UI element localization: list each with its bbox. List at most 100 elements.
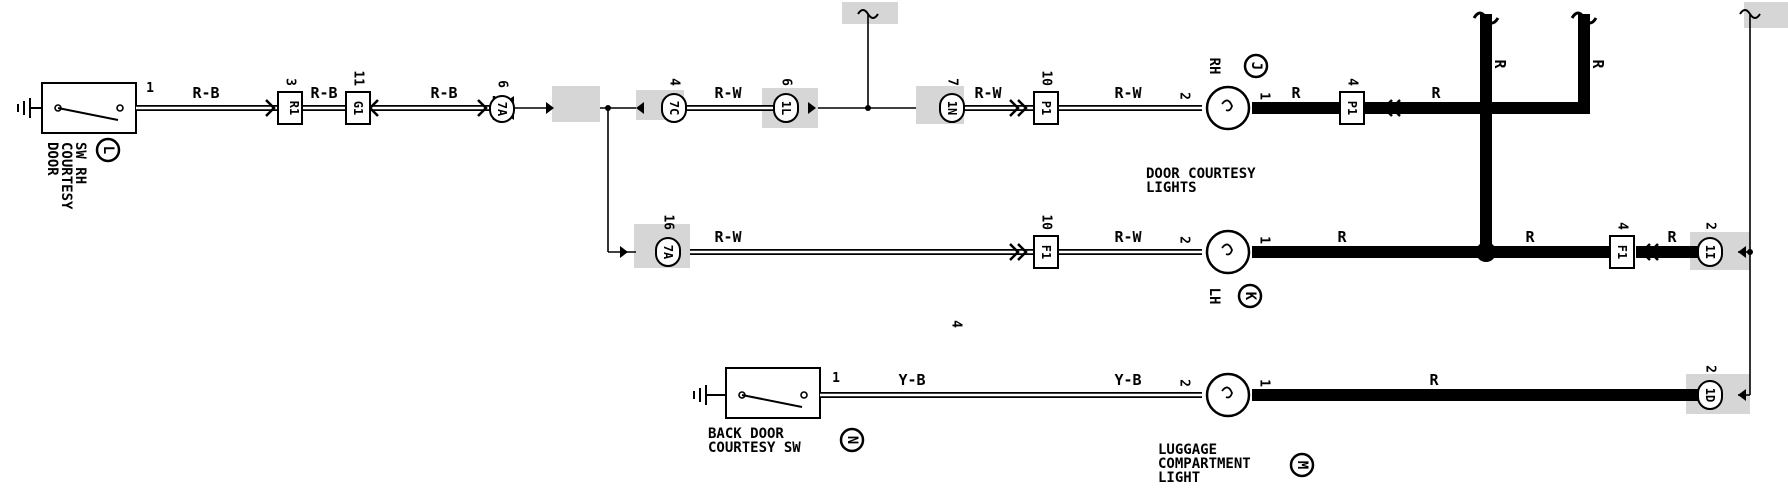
- connector-r1: R1 3: [277, 78, 303, 125]
- arrowheads: [265, 99, 1746, 401]
- pin-number: 3: [283, 78, 298, 86]
- badge-letter: J: [1248, 62, 1264, 70]
- badge-letter: N: [844, 436, 860, 444]
- door-courtesy-switch-rh: [41, 82, 137, 134]
- connector-1n: 1N 7: [939, 78, 965, 123]
- stray-label: 4: [949, 320, 964, 328]
- caption-back-door-switch: BACK DOOR COURTESY SW: [708, 426, 801, 456]
- connector-id: 7A: [661, 245, 675, 260]
- badge-m: M: [1289, 452, 1315, 478]
- connector-1i: 1I 2: [1697, 222, 1723, 267]
- pin-number: 11: [351, 70, 366, 86]
- wire-color: R: [1337, 228, 1347, 246]
- caption-line: COMPARTMENT: [1158, 456, 1251, 472]
- pin-number: 1: [1257, 236, 1272, 244]
- pin-number: 1: [1257, 379, 1272, 387]
- connector-id: P1: [1039, 101, 1053, 115]
- wire-color-labels: R-B R-B R-B R-W R-W R-W R-W R-W R R R R …: [192, 59, 1677, 389]
- connector-id: F1: [1039, 245, 1053, 259]
- pin-number: 2: [1703, 365, 1718, 373]
- wire-color: R-W: [1114, 228, 1142, 246]
- pin-number: 10: [1039, 214, 1054, 230]
- light-side-label: RH: [1206, 58, 1222, 75]
- badge-j: J: [1243, 53, 1269, 79]
- connector-id: G1: [351, 101, 365, 115]
- caption-line: LUGGAGE: [1158, 442, 1217, 458]
- wire-color: R-B: [430, 84, 457, 102]
- pin-number: 6: [495, 80, 510, 88]
- caption-line: DOOR COURTESY: [1146, 166, 1256, 182]
- badge-letter: K: [1242, 292, 1258, 301]
- wire-color: R-W: [1114, 84, 1142, 102]
- caption-luggage-light: LUGGAGE COMPARTMENT LIGHT: [1158, 442, 1251, 486]
- light-bulb-lh: [1205, 229, 1251, 275]
- caption-line: BACK DOOR: [708, 426, 784, 442]
- connector-7a-top: 7A 6: [489, 80, 515, 123]
- wire-color: R-B: [310, 84, 337, 102]
- ground-symbol-back-door: [693, 385, 726, 405]
- wire-color: R-B: [192, 84, 219, 102]
- pin-number: 10: [1039, 70, 1054, 86]
- pin-number: 4: [667, 78, 682, 86]
- double-wires: [136, 105, 1202, 398]
- connector-id: 7A: [495, 102, 509, 117]
- ground-symbol-rh: [17, 98, 42, 118]
- connector-id: 1L: [779, 101, 793, 115]
- connector-f1-right: F1 4: [1609, 222, 1635, 269]
- pin-number: 16: [661, 214, 676, 230]
- badge-l: L: [95, 137, 121, 163]
- connector-id: 1I: [1703, 245, 1717, 259]
- wire-color: R: [1291, 84, 1301, 102]
- caption-line: SW RH: [72, 142, 88, 184]
- light-bulb-luggage: [1205, 372, 1251, 418]
- badge-letter: L: [100, 146, 116, 154]
- connector-id: F1: [1615, 245, 1629, 259]
- connector-1d: 1D 2: [1697, 365, 1723, 410]
- badge-letter: M: [1294, 461, 1310, 469]
- caption-line: LIGHT: [1158, 470, 1200, 486]
- pin-number: 4: [1345, 78, 1360, 86]
- pin-number: 1: [832, 371, 840, 386]
- wire-color: Y-B: [898, 371, 925, 389]
- caption-line: COURTESY SW: [708, 440, 801, 456]
- wire-color: Y-B: [1114, 371, 1141, 389]
- wire-color: R: [1491, 59, 1509, 69]
- pin-number: 2: [1177, 236, 1192, 244]
- pin-number: 7: [945, 78, 960, 86]
- pin-number: 6: [779, 78, 794, 86]
- back-door-courtesy-switch: [725, 367, 821, 419]
- badge-n: N: [839, 427, 865, 453]
- cable-break-marks: [857, 9, 1761, 25]
- connector-7a-bottom: 7A 16: [655, 214, 681, 267]
- wire-color: R-W: [714, 228, 742, 246]
- connector-g1: G1 11: [345, 70, 371, 125]
- junction-dot: [1747, 249, 1753, 255]
- junction-dot: [605, 105, 611, 111]
- pin-number: 1: [146, 81, 154, 96]
- wire-color: R: [1525, 228, 1535, 246]
- caption-line: DOOR: [44, 142, 60, 176]
- junction-dot: [865, 105, 871, 111]
- wire-color: R: [1667, 228, 1677, 246]
- badge-k: K: [1237, 283, 1263, 309]
- wire-color: R-W: [714, 84, 742, 102]
- connector-id: P1: [1345, 101, 1359, 115]
- thin-wires: [514, 14, 1751, 396]
- caption-door-courtesy-lights: DOOR COURTESY LIGHTS: [1146, 166, 1256, 196]
- light-bulb-rh: [1205, 85, 1251, 131]
- caption-line: COURTESY: [58, 142, 74, 210]
- pin-number: 4: [1615, 222, 1630, 230]
- pin-number: 2: [1177, 379, 1192, 387]
- connector-id: 7C: [667, 101, 681, 115]
- heavy-wires: [1252, 14, 1698, 401]
- wire-color: R: [1429, 371, 1439, 389]
- connector-1l: 1L 6: [773, 78, 799, 123]
- connector-7c: 7C 4: [661, 78, 687, 123]
- pin-number: 2: [1177, 92, 1192, 100]
- connector-id: 1N: [945, 101, 959, 115]
- connector-id: R1: [287, 101, 301, 115]
- connector-p1-right: P1 4: [1339, 78, 1365, 125]
- wire-color: R: [1431, 84, 1441, 102]
- pin-number: 1: [1257, 92, 1272, 100]
- light-side-label: LH: [1206, 288, 1222, 305]
